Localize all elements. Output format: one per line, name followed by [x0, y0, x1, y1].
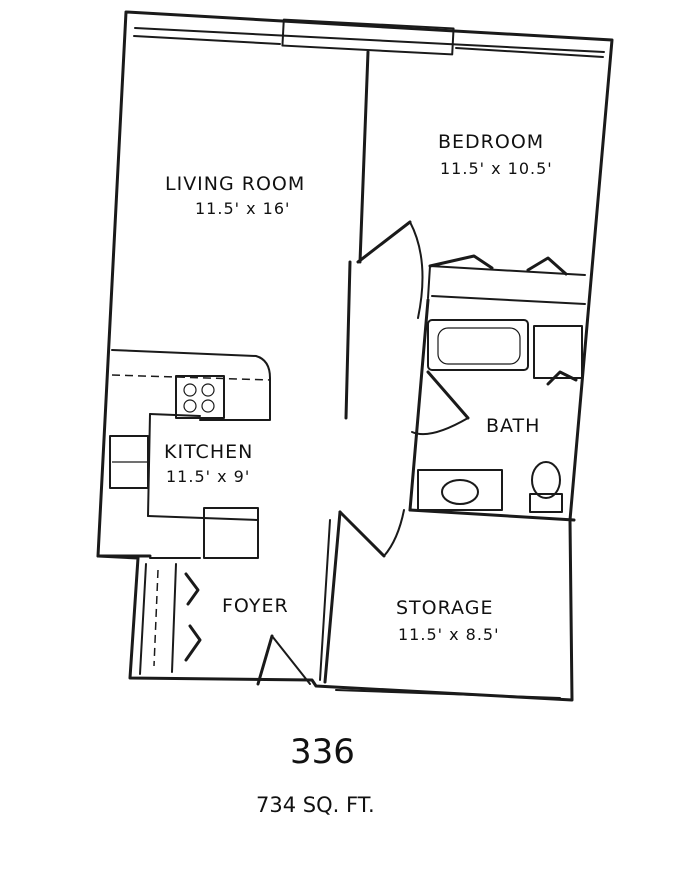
bath-label: BATH [486, 415, 540, 437]
bedroom-closet-doors [428, 254, 568, 276]
unit-number: 336 [290, 732, 355, 772]
foyer-label: FOYER [222, 595, 289, 617]
living-room-label: LIVING ROOM [165, 173, 305, 195]
kitchen-label: KITCHEN [164, 441, 253, 463]
stove [175, 375, 225, 419]
bedroom-label: BEDROOM [438, 131, 544, 153]
storage-door [338, 509, 405, 558]
bedroom-door [356, 220, 424, 319]
bedroom-dims: 11.5' x 10.5' [440, 159, 553, 178]
unit-area: 734 SQ. FT. [256, 793, 375, 817]
foyer-closet [139, 563, 202, 675]
top-window [281, 18, 455, 56]
entry-door [256, 634, 311, 686]
living-room-dims: 11.5' x 16' [195, 199, 290, 218]
storage-label: STORAGE [396, 597, 493, 619]
toilet [529, 461, 563, 513]
bath-door [411, 370, 470, 436]
storage-dims: 11.5' x 8.5' [398, 625, 500, 644]
interior-walls [96, 50, 586, 699]
vanity-sink [417, 469, 503, 511]
kitchen-dims: 11.5' x 9' [166, 467, 250, 486]
bathtub [427, 319, 529, 371]
bath-closet [533, 325, 583, 386]
